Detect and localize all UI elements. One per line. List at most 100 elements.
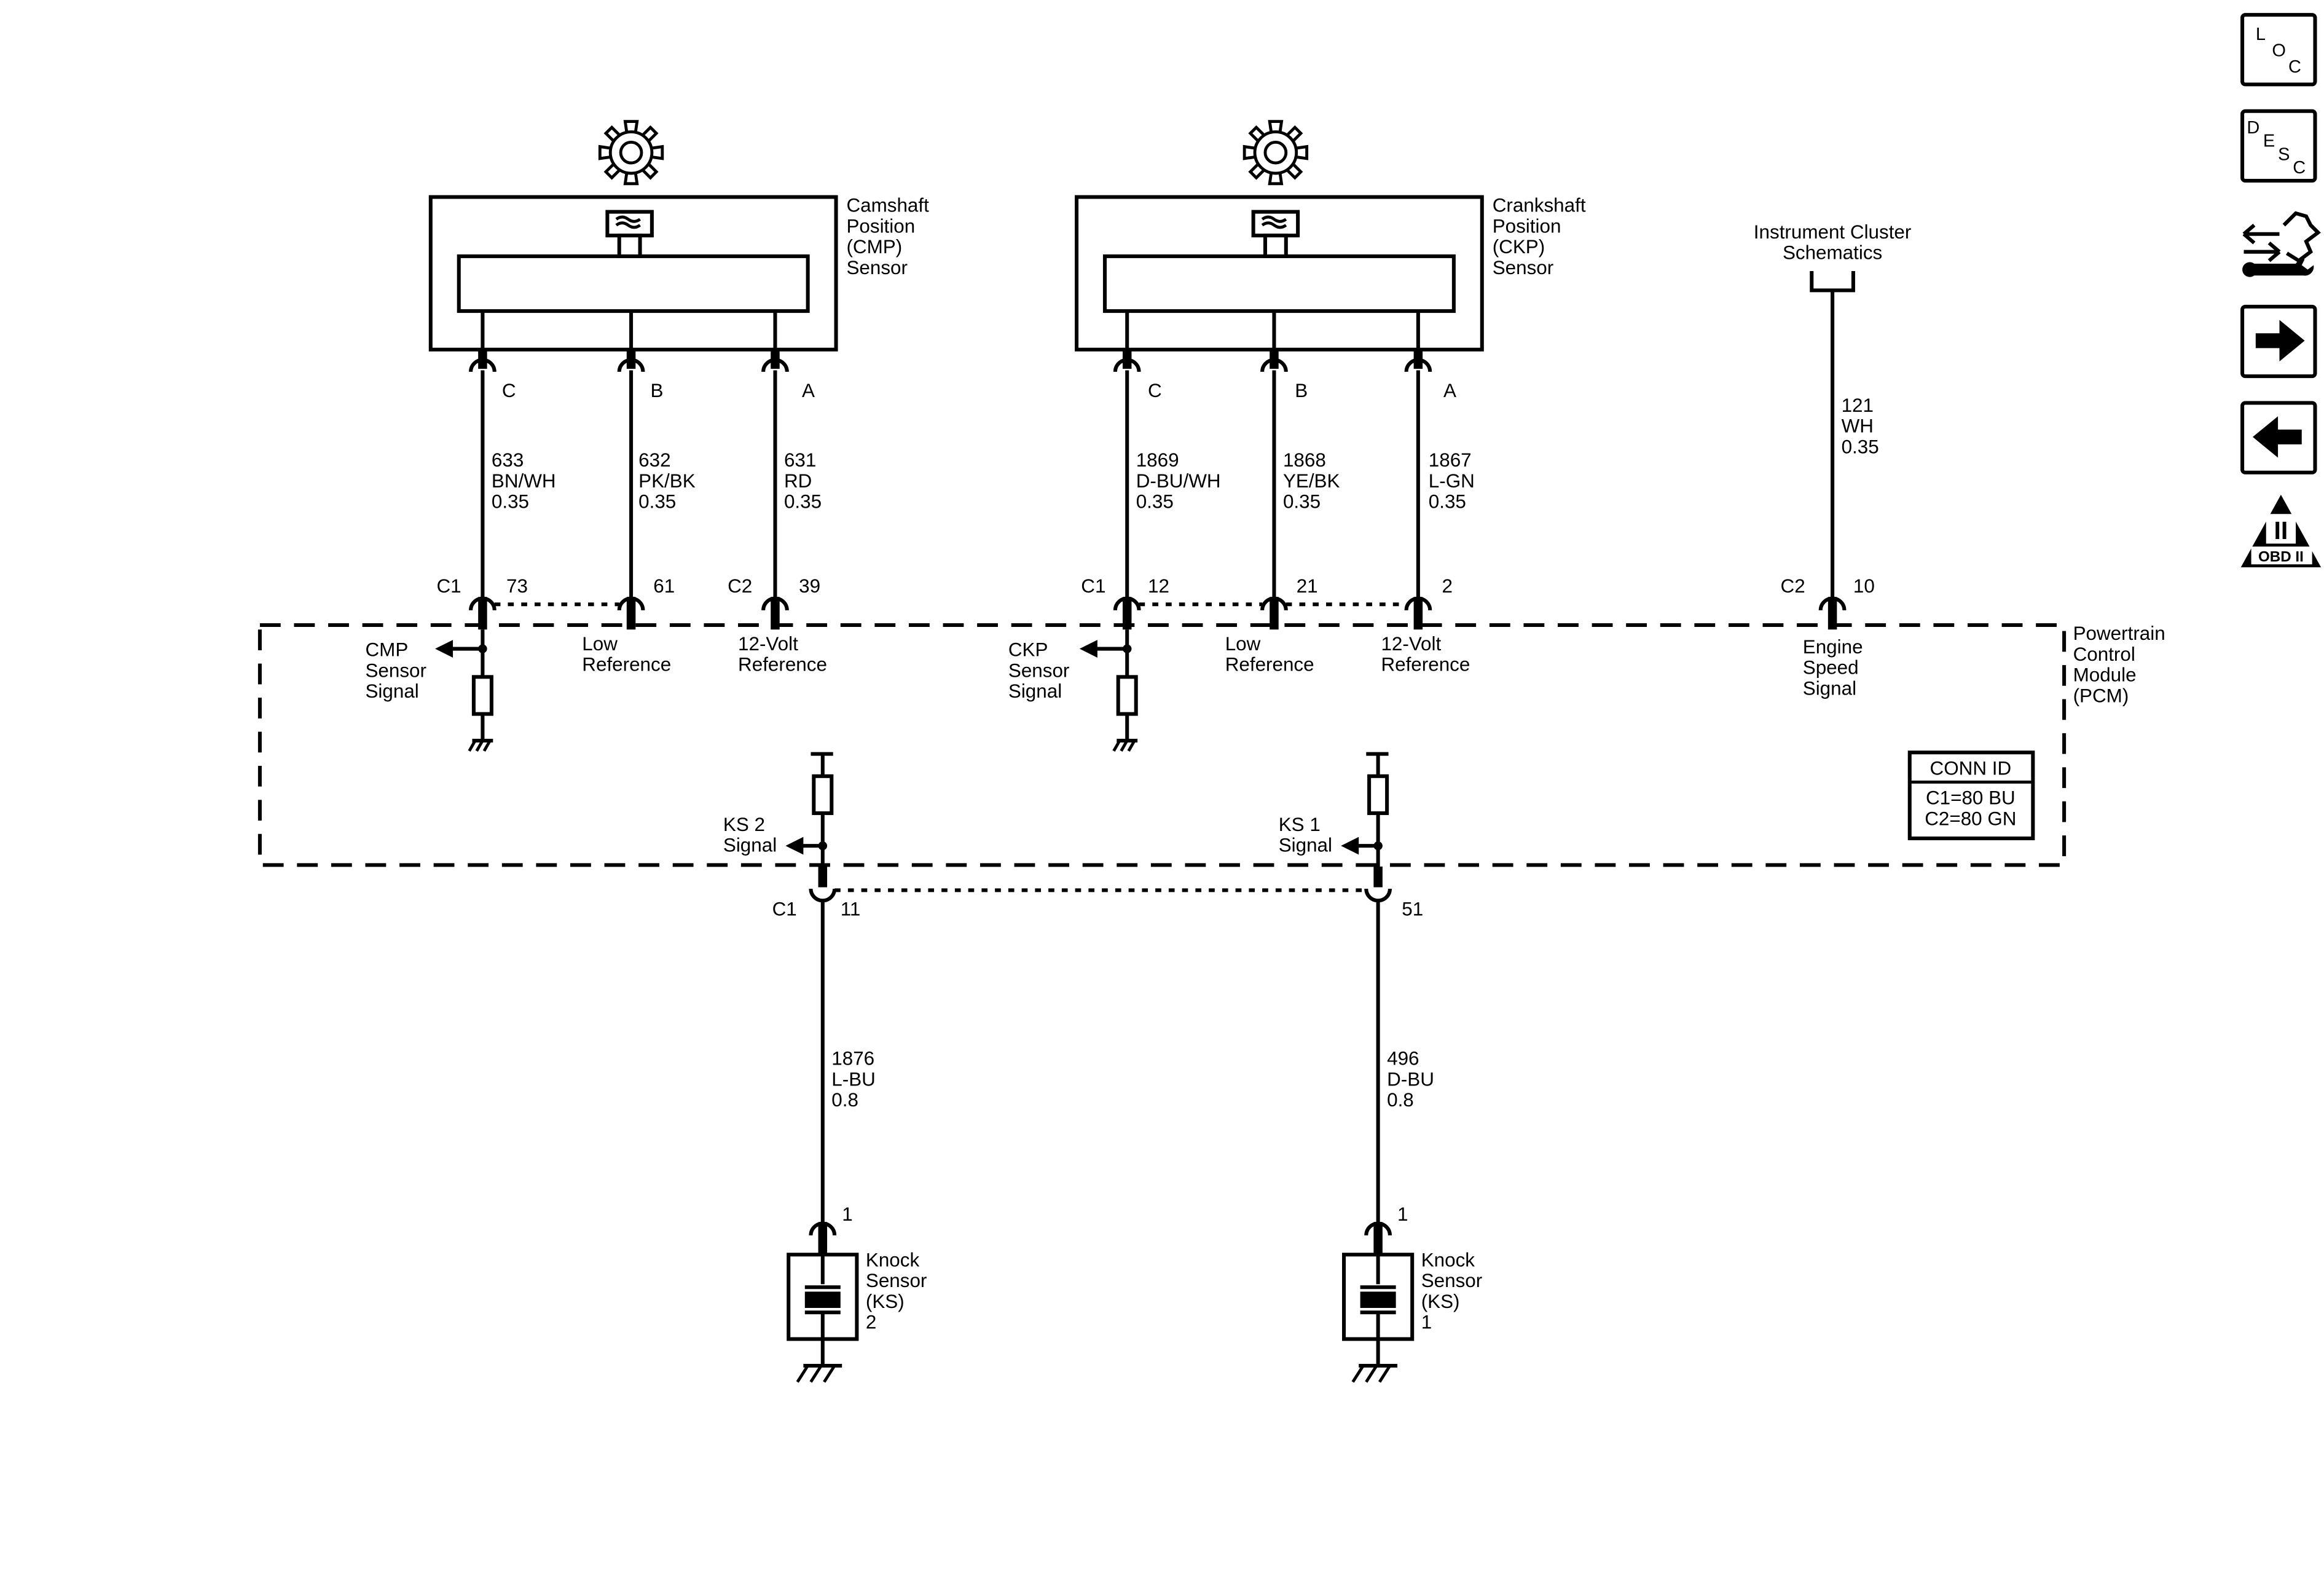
ckp-wire-b-color: YE/BK	[1283, 470, 1340, 492]
cmp-name-1: Camshaft	[846, 195, 929, 216]
cluster-pcm-conn: C2	[1781, 575, 1805, 597]
ks2-signal-label-1: KS 2	[723, 814, 765, 835]
ckp-12v-label-1: 12-Volt	[1381, 633, 1441, 655]
ks1-sensor-pin: 1	[1397, 1203, 1408, 1225]
ckp-pcm-pin-12: 12	[1148, 575, 1169, 597]
connector-repair-button[interactable]	[2239, 204, 2321, 285]
obd-ii-numeral: II	[2274, 516, 2288, 545]
magnet-symbol	[1251, 210, 1300, 258]
cmp-wire-c-circuit: 633	[492, 449, 524, 471]
cmp-wire-a-gauge: 0.35	[784, 491, 822, 513]
ckp-wire-c-gauge: 0.35	[1136, 491, 1174, 513]
cmp-wire-a-circuit: 631	[784, 449, 816, 471]
ckp-wire-a-circuit: 1867	[1429, 449, 1472, 471]
nav-toolbar: L O C D E S C	[2239, 13, 2322, 568]
ks2-wire-circuit: 1876	[831, 1048, 874, 1069]
ks2-pcm-conn: C1	[772, 898, 797, 919]
cmp-signal-label-1: CMP	[365, 639, 408, 661]
cmp-connector-pins	[469, 349, 789, 372]
ckp-name-4: Sensor	[1493, 257, 1554, 278]
desc-letter-e: E	[2263, 132, 2275, 151]
loc-letter-l: L	[2256, 25, 2266, 44]
cmp-name-3: (CMP)	[846, 236, 902, 258]
ks1-pcm-pin: 51	[1402, 898, 1423, 919]
cmp-pcm-connector	[469, 596, 789, 630]
ckp-pcm-pin-2: 2	[1442, 575, 1453, 597]
ks1-name-1: Knock	[1421, 1250, 1475, 1271]
ks2-wire-color: L-BU	[831, 1069, 876, 1090]
knock-sensor-2-circuit: KS 2 Signal C1 11 1876 L-BU 0.8 1 Knock …	[723, 752, 1367, 1383]
cmp-pcm-pin-39: 39	[799, 575, 820, 597]
ckp-wire-a-gauge: 0.35	[1429, 491, 1466, 513]
cmp-12v-label-1: 12-Volt	[738, 633, 798, 655]
loc-letter-o: O	[2272, 41, 2286, 61]
next-page-button[interactable]	[2240, 304, 2317, 379]
conn-id-c1: C1=80 BU	[1926, 787, 2016, 809]
cmp-name-2: Position	[846, 215, 915, 237]
instrument-cluster-link[interactable]: Instrument Cluster Schematics 121 WH 0.3…	[1754, 221, 1912, 699]
ckp-pcm-connector	[1113, 596, 1432, 630]
cmp-name-4: Sensor	[846, 257, 908, 278]
ks2-signal-label-2: Signal	[723, 835, 777, 856]
ckp-wire-c-color: D-BU/WH	[1136, 470, 1221, 492]
connector-wrench-icon	[2242, 211, 2321, 277]
ckp-signal-label-3: Signal	[1008, 680, 1062, 702]
desc-button[interactable]: D E S C	[2240, 109, 2317, 183]
ks2-name-2: Sensor	[866, 1270, 927, 1291]
ckp-sensor-element	[1102, 254, 1456, 313]
engine-speed-label-2: Speed	[1803, 657, 1859, 679]
ckp-pcm-conn-c1: C1	[1081, 575, 1105, 597]
ks1-signal-label-2: Signal	[1279, 835, 1332, 856]
cmp-pcm-conn-c2: C2	[728, 575, 752, 597]
conn-id-title: CONN ID	[1930, 757, 2012, 779]
loc-button[interactable]: L O C	[2240, 13, 2317, 87]
cluster-name-2: Schematics	[1783, 242, 1882, 264]
ckp-signal-label-1: CKP	[1008, 639, 1048, 661]
ckp-lowref-label-1: Low	[1225, 633, 1261, 655]
magnet-symbol	[605, 210, 654, 258]
cmp-pcm-pin-73: 73	[506, 575, 528, 597]
ckp-lowref-label-2: Reference	[1225, 654, 1314, 675]
pcm-name-2: Control	[2073, 644, 2135, 665]
ckp-pin-c: C	[1148, 380, 1162, 401]
ckp-wires	[1125, 370, 1420, 597]
conn-id-c2: C2=80 GN	[1925, 808, 2016, 829]
ckp-signal-label-2: Sensor	[1008, 660, 1070, 681]
pcm-module: Powertrain Control Module (PCM) CONN ID …	[257, 623, 2165, 867]
cmp-wires	[481, 370, 777, 597]
cmp-pcm-conn-c1: C1	[436, 575, 461, 597]
cluster-wire-circuit: 121	[1842, 395, 1874, 416]
ckp-wire-c-circuit: 1869	[1136, 449, 1179, 471]
cmp-pin-b: B	[650, 380, 663, 401]
cluster-wire-gauge: 0.35	[1842, 436, 1879, 457]
cmp-signal-label-3: Signal	[365, 680, 418, 702]
ckp-wire-b-circuit: 1868	[1283, 449, 1326, 471]
cmp-wire-b-color: PK/BK	[638, 470, 696, 492]
ckp-wire-a-color: L-GN	[1429, 470, 1475, 492]
loc-letter-c: C	[2288, 57, 2301, 77]
ckp-pin-a: A	[1443, 380, 1456, 401]
previous-page-button[interactable]	[2240, 401, 2317, 474]
ks2-name-3: (KS)	[866, 1291, 905, 1312]
pcm-name-1: Powertrain	[2073, 623, 2165, 644]
cmp-12v-label-2: Reference	[738, 654, 827, 675]
pcm-boundary	[257, 623, 2067, 867]
cmp-pin-c: C	[502, 380, 516, 401]
ks1-wire-circuit: 496	[1387, 1048, 1419, 1069]
ckp-connector-pins	[1113, 349, 1432, 372]
ks1-name-4: 1	[1421, 1312, 1432, 1333]
cmp-wire-a-color: RD	[784, 470, 812, 492]
knock-sensor-1-circuit: KS 1 Signal 51 496 D-BU 0.8 1 Knock Sens…	[1279, 752, 1482, 1383]
cluster-name-1: Instrument Cluster	[1754, 221, 1912, 243]
cmp-wire-b-gauge: 0.35	[638, 491, 676, 513]
ks2-name-1: Knock	[866, 1250, 920, 1271]
cmp-pin-a: A	[802, 380, 815, 401]
ckp-12v-label-2: Reference	[1381, 654, 1470, 675]
ckp-pcm-pin-21: 21	[1297, 575, 1318, 597]
desc-letter-s: S	[2278, 144, 2290, 164]
cmp-lowref-label-1: Low	[582, 633, 618, 655]
ckp-name-1: Crankshaft	[1493, 195, 1586, 216]
ks2-name-4: 2	[866, 1312, 876, 1333]
obd-ii-button[interactable]: II OBD II	[2240, 494, 2322, 568]
